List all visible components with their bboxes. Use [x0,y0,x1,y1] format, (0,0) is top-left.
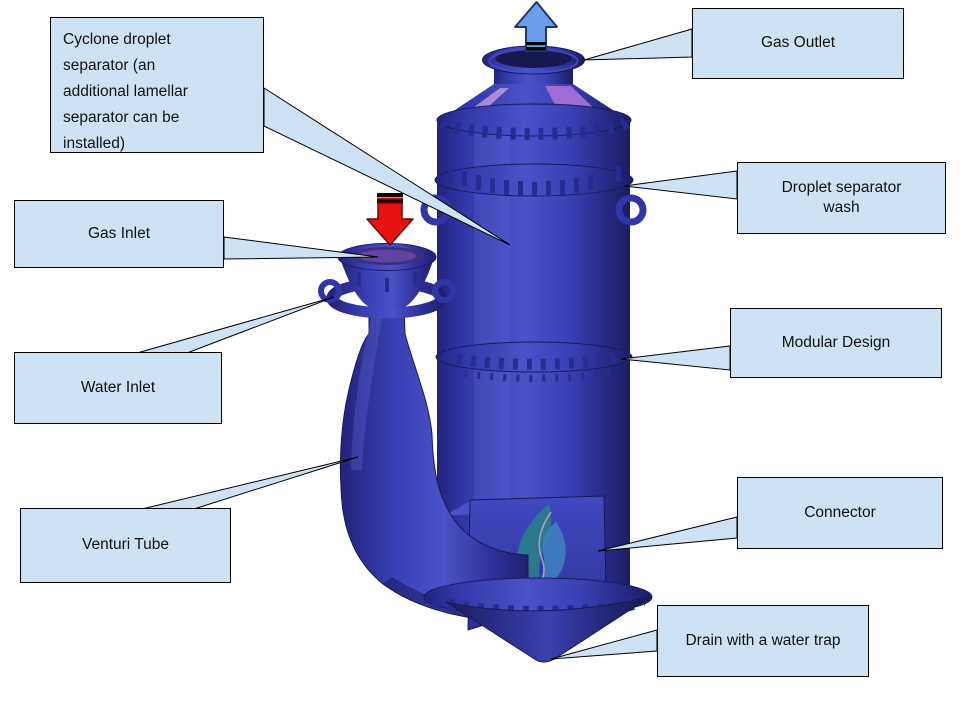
gas-inlet-arrow-icon [366,193,414,246]
callout-pointers [136,28,738,660]
callout-label: Gas Inlet [87,224,151,242]
pointer-venturi [141,456,359,510]
callout-gas-inlet: Gas Inlet [14,200,224,268]
callout-cyclone-droplet-separator: Cyclone droplet separator (an additional… [50,17,264,153]
callout-modular-design: Modular Design [730,308,942,378]
callout-label: Cyclone droplet separator (an additional… [63,31,188,152]
gas-outlet-neck [482,45,585,90]
pointer-modular [620,345,731,371]
callout-label: Gas Outlet [760,34,836,52]
pointer-gas-outlet [583,28,693,61]
callout-label: Connector [804,503,876,521]
gas-outlet-arrow-icon [514,1,558,52]
callout-label: Drain with a water trap [685,631,841,649]
callout-water-inlet: Water Inlet [14,352,222,424]
gas-inlet-funnel [337,243,437,308]
drain-cone [445,596,651,663]
cone-base-flange [436,103,632,140]
callout-venturi-tube: Venturi Tube [20,508,231,583]
callout-droplet-separator-wash: Droplet separator wash [737,162,946,234]
pointer-gas-inlet [223,236,379,260]
modular-flange [435,341,633,382]
callout-gas-outlet: Gas Outlet [692,8,904,79]
callout-drain-water-trap: Drain with a water trap [657,605,869,677]
wash-ring-flange [420,163,647,226]
callout-label: Droplet separator wash [781,178,902,216]
callout-label: Modular Design [781,333,891,351]
pointer-cyclone [263,87,511,246]
callout-label: Water Inlet [80,378,156,396]
pointer-water-inlet [136,296,335,354]
callout-label: Venturi Tube [81,536,170,554]
pointer-wash [623,170,738,200]
callout-connector: Connector [737,477,943,549]
